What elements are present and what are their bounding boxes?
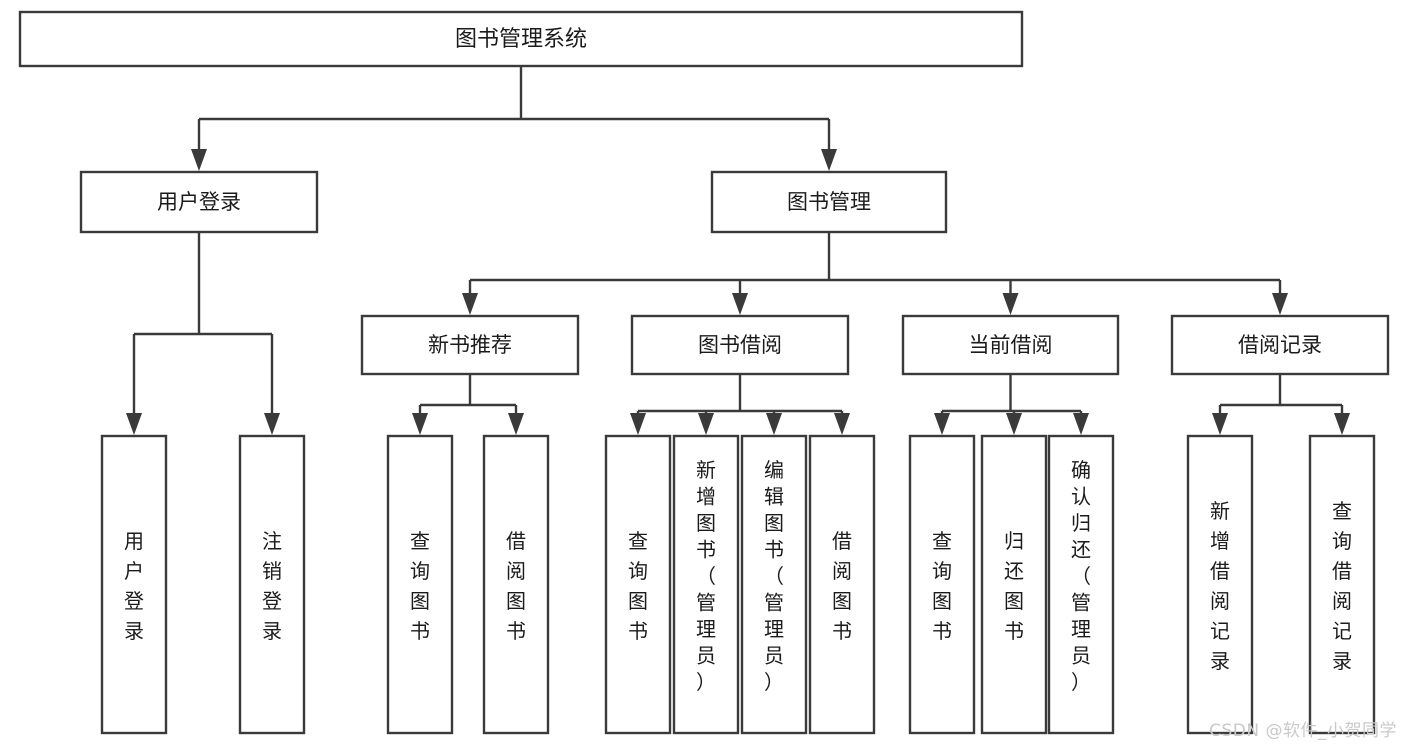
arrowhead-icon: [412, 413, 428, 435]
node-label: 当前借阅: [969, 333, 1053, 357]
node-label: 注销登录: [262, 529, 282, 643]
node-level3-current-borrow[interactable]: 当前借阅: [901, 314, 1120, 376]
node-label: 借阅图书: [832, 529, 852, 643]
node-leaf-leaf-return-book[interactable]: 归还图书: [980, 434, 1048, 735]
node-leaf-leaf-edit-book[interactable]: 编辑图书（管理员）: [740, 434, 808, 735]
node-box: [1047, 434, 1115, 735]
node-level3-book-borrow[interactable]: 图书借阅: [630, 314, 850, 376]
node-label: 查询图书: [932, 529, 952, 643]
arrowhead-icon: [126, 413, 142, 435]
node-box: [808, 434, 876, 735]
node-label: 确认归还（管理员）: [1071, 458, 1091, 694]
node-leaf-leaf-query-book-borrow[interactable]: 查询图书: [604, 434, 672, 735]
node-label: 用户登录: [157, 190, 241, 214]
node-leaf-leaf-query-borrow-record[interactable]: 查询借阅记录: [1308, 434, 1376, 735]
node-leaf-leaf-add-borrow-record[interactable]: 新增借阅记录: [1186, 434, 1254, 735]
node-label: 查询借阅记录: [1332, 499, 1352, 673]
node-box: [482, 434, 550, 735]
node-label: 图书管理系统: [455, 27, 587, 52]
node-leaf-leaf-add-book[interactable]: 新增图书（管理员）: [672, 434, 740, 735]
node-box: [604, 434, 672, 735]
node-box: [1186, 434, 1254, 735]
node-leaf-leaf-borrow-book-rec[interactable]: 借阅图书: [482, 434, 550, 735]
node-label: 新增图书（管理员）: [696, 458, 716, 694]
node-label: 查询图书: [410, 529, 430, 643]
node-leaf-leaf-confirm-return[interactable]: 确认归还（管理员）: [1047, 434, 1115, 735]
arrowhead-icon: [191, 149, 207, 171]
node-box: [18, 10, 1024, 68]
arrowhead-icon: [834, 413, 850, 435]
arrowhead-icon: [766, 413, 782, 435]
node-level2-user-login[interactable]: 用户登录: [79, 170, 319, 234]
node-box: [908, 434, 976, 735]
arrowhead-icon: [630, 413, 646, 435]
arrowhead-icon: [1006, 413, 1022, 435]
node-box: [630, 314, 850, 376]
node-box: [386, 434, 454, 735]
node-root-root[interactable]: 图书管理系统: [18, 10, 1024, 68]
arrowhead-icon: [732, 293, 748, 315]
node-box: [740, 434, 808, 735]
node-box: [79, 170, 319, 234]
node-box: [238, 434, 306, 735]
arrowhead-icon: [1002, 293, 1019, 315]
node-label: 借阅记录: [1238, 333, 1322, 357]
node-box: [1170, 314, 1390, 376]
node-leaf-leaf-query-book-current[interactable]: 查询图书: [908, 434, 976, 735]
node-label: 归还图书: [1004, 529, 1024, 643]
arrowhead-icon: [1334, 413, 1350, 435]
node-box: [980, 434, 1048, 735]
watermark: CSDN @软件_小贺同学: [1209, 721, 1397, 741]
arrowhead-icon: [264, 413, 280, 435]
node-label: 图书管理: [787, 190, 871, 214]
node-box: [710, 170, 948, 234]
node-box: [672, 434, 740, 735]
node-leaf-leaf-user-logout[interactable]: 注销登录: [238, 434, 306, 735]
arrowhead-icon: [462, 293, 478, 315]
node-box: [100, 434, 168, 735]
node-label: 借阅图书: [506, 529, 526, 643]
node-box: [901, 314, 1120, 376]
arrowhead-icon: [698, 413, 714, 435]
node-leaf-leaf-user-login[interactable]: 用户登录: [100, 434, 168, 735]
arrowhead-icon: [1212, 413, 1228, 435]
node-leaf-leaf-query-book-rec[interactable]: 查询图书: [386, 434, 454, 735]
node-box: [360, 314, 580, 376]
arrowhead-icon: [1073, 413, 1089, 435]
node-leaf-leaf-borrow-book[interactable]: 借阅图书: [808, 434, 876, 735]
node-label: 新增借阅记录: [1210, 499, 1230, 673]
node-level3-borrow-record[interactable]: 借阅记录: [1170, 314, 1390, 376]
node-label: 图书借阅: [698, 333, 782, 357]
arrowhead-icon: [1272, 293, 1288, 315]
node-label: 新书推荐: [428, 333, 512, 357]
arrowhead-icon: [934, 413, 950, 435]
node-box: [1308, 434, 1376, 735]
node-label: 编辑图书（管理员）: [764, 458, 784, 694]
node-label: 查询图书: [628, 529, 648, 643]
connector-layer: [126, 66, 1350, 435]
arrowhead-icon: [508, 413, 524, 435]
node-level2-book-manage[interactable]: 图书管理: [710, 170, 948, 234]
node-label: 用户登录: [124, 529, 144, 643]
node-level3-new-book-rec[interactable]: 新书推荐: [360, 314, 580, 376]
arrowhead-icon: [821, 149, 837, 171]
